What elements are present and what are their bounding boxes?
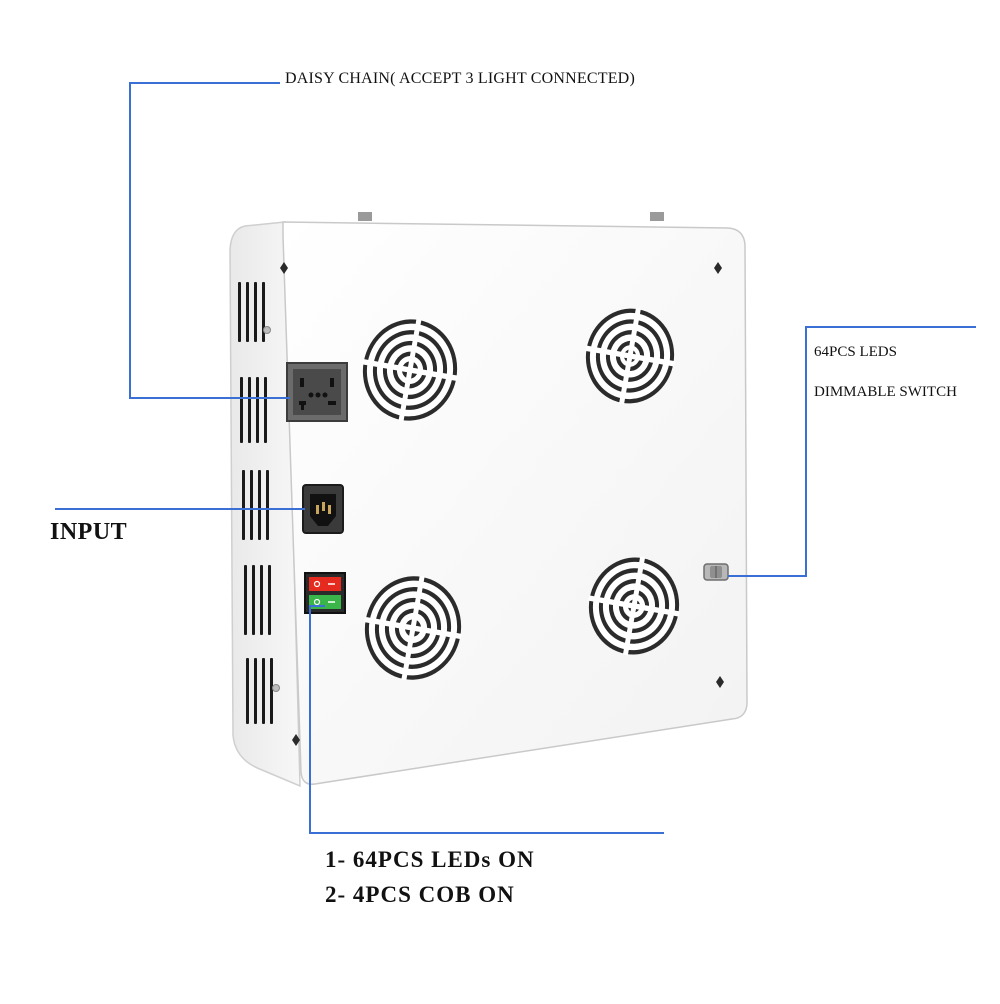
- hanging-tab-left: [358, 212, 372, 221]
- face-screws: [280, 262, 724, 746]
- leader-lines: [55, 82, 976, 834]
- mode-2-label: 2- 4PCS COB ON: [325, 882, 515, 907]
- hanging-tab-right: [650, 212, 664, 221]
- side-screw-bottom: [272, 684, 280, 692]
- mode-1-label: 1- 64PCS LEDs ON: [325, 847, 535, 872]
- housing-front-face: [282, 221, 748, 785]
- side-vent-slots: [238, 282, 273, 724]
- dimmable-switch-label: DIMMABLE SWITCH: [814, 384, 957, 400]
- outlet-icon: [286, 362, 348, 422]
- fan-grille-icon: [364, 575, 462, 681]
- fan-grille-icon: [362, 318, 458, 422]
- iec-input-socket-icon: [302, 484, 344, 534]
- input-label: INPUT: [50, 519, 128, 545]
- dimmer-knob-icon: [703, 563, 729, 581]
- side-screw-top: [263, 326, 271, 334]
- housing-side-panel: [229, 221, 301, 788]
- fan-grille-icon: [585, 307, 675, 405]
- daisy-chain-label: DAISY CHAIN( ACCEPT 3 LIGHT CONNECTED): [285, 70, 635, 87]
- leds-label: 64PCS LEDS: [814, 344, 897, 360]
- fan-grille-icon: [588, 556, 680, 656]
